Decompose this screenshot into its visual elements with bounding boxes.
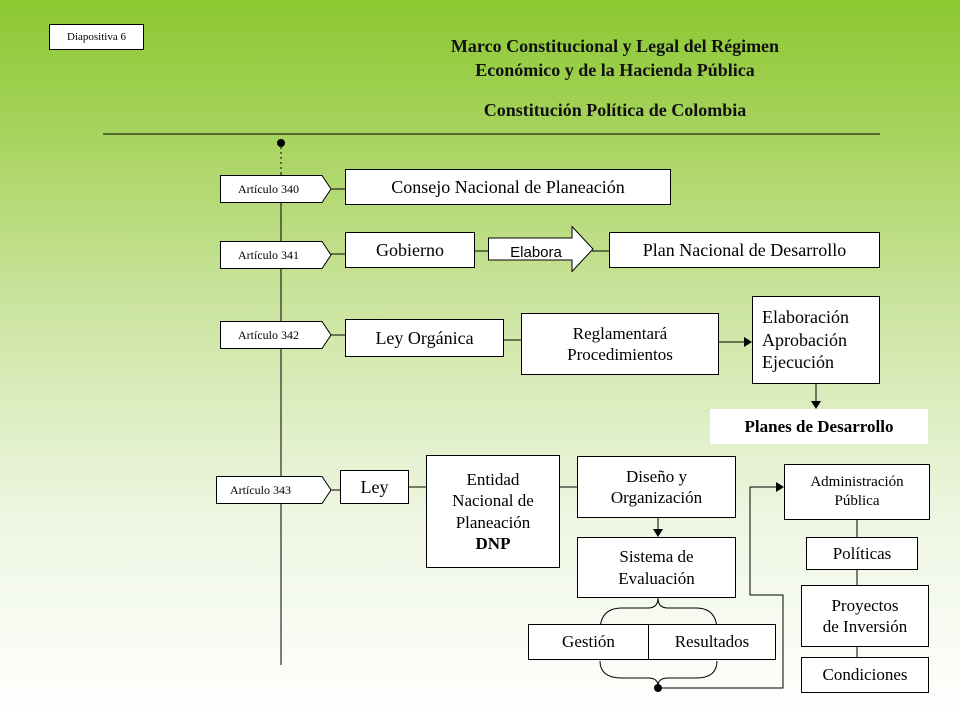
sistema-evaluacion-box: Sistema de Evaluación: [577, 537, 736, 598]
plan-nacional-box: Plan Nacional de Desarrollo: [609, 232, 880, 268]
resultados-box: Resultados: [648, 624, 776, 660]
gestion-label: Gestión: [562, 632, 615, 652]
entidad-dnp-box: Entidad Nacional de Planeación DNP: [426, 455, 560, 568]
sistema-line-2: Evaluación: [618, 568, 695, 588]
reglamentara-line-2: Procedimientos: [567, 345, 673, 364]
aprobacion-label: Aprobación: [762, 329, 847, 350]
ley-organica-label: Ley Orgánica: [375, 327, 474, 348]
elabora-label: Elabora: [510, 244, 562, 261]
politicas-box: Políticas: [806, 537, 918, 570]
article-342-label: Artículo 342: [238, 327, 299, 342]
entidad-line-1: Entidad: [466, 470, 520, 489]
reglamentara-box: Reglamentará Procedimientos: [521, 313, 719, 375]
diseno-line-2: Organización: [610, 488, 703, 507]
entidad-line-3: Planeación: [455, 512, 531, 532]
slide-label: Diapositiva 6: [49, 24, 144, 50]
plan-nacional-label: Plan Nacional de Desarrollo: [642, 239, 847, 260]
politicas-label: Políticas: [832, 543, 892, 563]
ejecucion-label: Ejecución: [762, 352, 834, 373]
resultados-label: Resultados: [674, 632, 750, 652]
entidad-line-2: Nacional de: [452, 491, 534, 511]
planes-desarrollo-box: Planes de Desarrollo: [710, 409, 928, 444]
entidad-line-4: DNP: [475, 533, 511, 553]
article-341-tag: Artículo 341: [220, 241, 332, 269]
consejo-nacional-label: Consejo Nacional de Planeación: [391, 176, 625, 197]
sistema-line-1: Sistema de: [619, 547, 694, 567]
gobierno-box: Gobierno: [345, 232, 475, 268]
article-340-label: Artículo 340: [238, 181, 299, 196]
title-line-2: Económico y de la Hacienda Pública: [475, 60, 755, 80]
gobierno-label: Gobierno: [376, 239, 444, 260]
administracion-line-1: Administración: [810, 474, 904, 491]
diseno-line-1: Diseño y: [626, 466, 687, 486]
elabora-arrow: Elabora: [488, 226, 594, 272]
article-342-tag: Artículo 342: [220, 321, 332, 349]
condiciones-box: Condiciones: [801, 657, 929, 693]
planes-desarrollo-label: Planes de Desarrollo: [744, 416, 894, 436]
ley-box: Ley: [340, 470, 409, 504]
article-343-label: Artículo 343: [230, 482, 291, 497]
reglamentara-line-1: Reglamentará: [572, 323, 668, 343]
consejo-nacional-box: Consejo Nacional de Planeación: [345, 169, 671, 205]
administracion-publica-box: Administración Pública: [784, 464, 930, 520]
administracion-line-2: Pública: [834, 493, 880, 509]
diseno-organizacion-box: Diseño y Organización: [577, 456, 736, 518]
article-343-tag: Artículo 343: [216, 476, 332, 504]
gestion-box: Gestión: [528, 624, 649, 660]
proyectos-line-1: Proyectos: [831, 595, 899, 615]
proyectos-line-2: de Inversión: [822, 617, 908, 636]
title-line-1: Marco Constitucional y Legal del Régimen: [450, 36, 780, 56]
elaboracion-box: Elaboración Aprobación Ejecución: [752, 296, 880, 384]
ley-organica-box: Ley Orgánica: [345, 319, 504, 357]
article-340-tag: Artículo 340: [220, 175, 332, 203]
condiciones-label: Condiciones: [822, 665, 908, 685]
elaboracion-label: Elaboración: [762, 307, 849, 328]
proyectos-inversion-box: Proyectos de Inversión: [801, 585, 929, 647]
subtitle: Constitución Política de Colombia: [483, 100, 747, 120]
ley-label: Ley: [360, 476, 389, 497]
article-341-label: Artículo 341: [238, 247, 299, 262]
